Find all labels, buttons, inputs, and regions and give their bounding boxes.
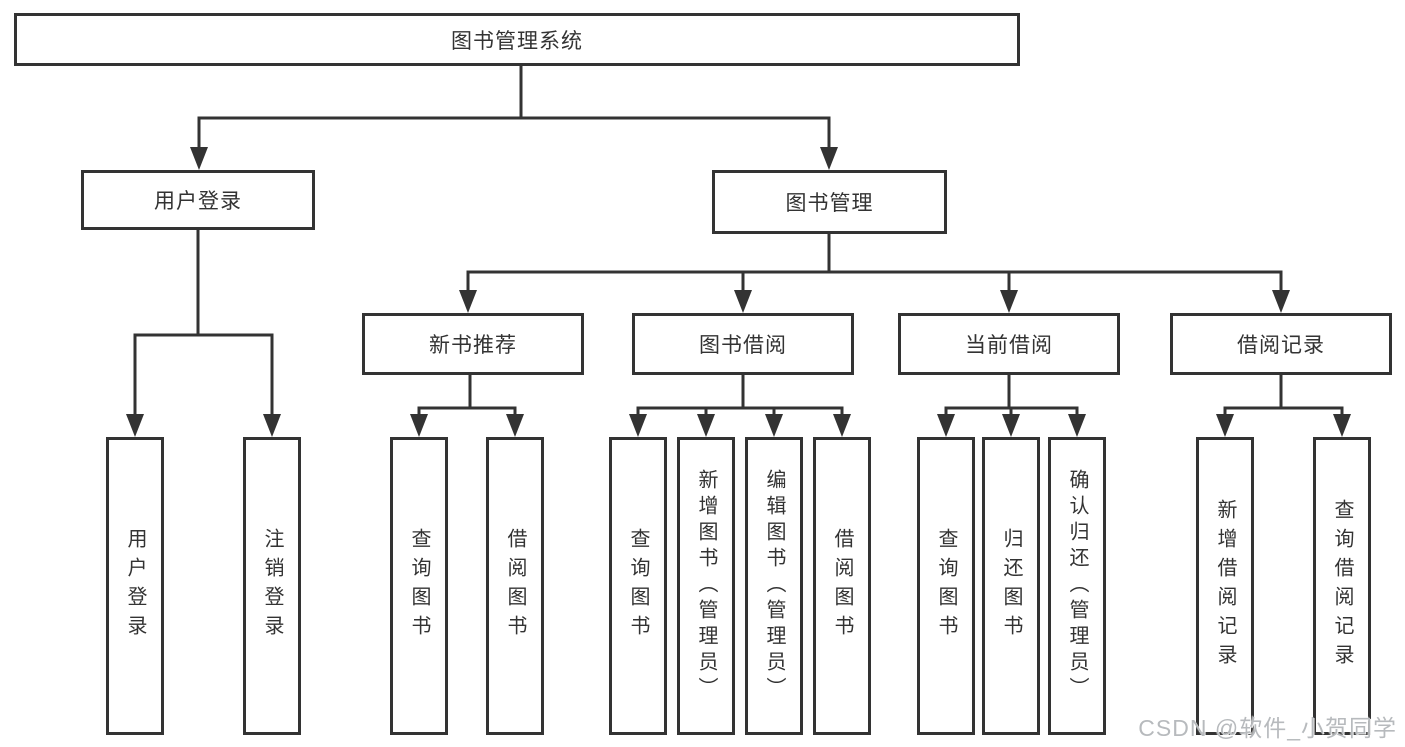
node-user-login-label: 用户登录 — [154, 190, 242, 213]
node-book-borrow-label: 图书借阅 — [699, 334, 787, 357]
arrowheads — [126, 147, 1351, 437]
node-book-mgmt: 图书管理 — [712, 170, 947, 234]
leaf-bb-query-books: 查询图书 — [609, 437, 667, 735]
leaf-logout-label: 注销登录 — [261, 528, 283, 644]
leaf-cb-query-books: 查询图书 — [917, 437, 975, 735]
leaf-logout: 注销登录 — [243, 437, 301, 735]
leaf-br-query-record-label: 查询借阅记录 — [1331, 499, 1353, 673]
node-user-login: 用户登录 — [81, 170, 315, 230]
watermark: CSDN @软件_小贺同学 — [1138, 715, 1397, 741]
leaf-cb-return-books-label: 归还图书 — [1000, 528, 1022, 644]
leaf-bb-edit-books-admin-label: 编辑图书（管理员） — [763, 469, 785, 703]
leaf-user-login: 用户登录 — [106, 437, 164, 735]
node-current-borrow: 当前借阅 — [898, 313, 1120, 375]
leaf-bb-borrow-books-label: 借阅图书 — [831, 528, 853, 644]
leaf-cb-confirm-return-admin-label: 确认归还（管理员） — [1066, 469, 1088, 703]
leaf-user-login-label: 用户登录 — [124, 528, 146, 644]
leaf-rec-borrow-books: 借阅图书 — [486, 437, 544, 735]
leaf-cb-query-books-label: 查询图书 — [935, 528, 957, 644]
leaf-bb-add-books-admin-label: 新增图书（管理员） — [695, 469, 717, 703]
leaf-bb-edit-books-admin: 编辑图书（管理员） — [745, 437, 803, 735]
leaf-br-query-record: 查询借阅记录 — [1313, 437, 1371, 735]
node-borrow-records-label: 借阅记录 — [1237, 334, 1325, 357]
leaf-rec-query-books-label: 查询图书 — [408, 528, 430, 644]
leaf-br-add-record: 新增借阅记录 — [1196, 437, 1254, 735]
leaf-br-add-record-label: 新增借阅记录 — [1214, 499, 1236, 673]
node-new-book-rec: 新书推荐 — [362, 313, 584, 375]
node-root-label: 图书管理系统 — [451, 29, 583, 53]
leaf-rec-borrow-books-label: 借阅图书 — [504, 528, 526, 644]
node-borrow-records: 借阅记录 — [1170, 313, 1392, 375]
node-book-mgmt-label: 图书管理 — [785, 192, 874, 215]
leaf-bb-query-books-label: 查询图书 — [627, 528, 649, 644]
node-root: 图书管理系统 — [14, 13, 1020, 66]
node-new-book-rec-label: 新书推荐 — [429, 334, 517, 357]
leaf-rec-query-books: 查询图书 — [390, 437, 448, 735]
leaf-cb-return-books: 归还图书 — [982, 437, 1040, 735]
leaf-cb-confirm-return-admin: 确认归还（管理员） — [1048, 437, 1106, 735]
node-current-borrow-label: 当前借阅 — [965, 334, 1053, 357]
node-book-borrow: 图书借阅 — [632, 313, 854, 375]
leaf-bb-add-books-admin: 新增图书（管理员） — [677, 437, 735, 735]
leaf-bb-borrow-books: 借阅图书 — [813, 437, 871, 735]
